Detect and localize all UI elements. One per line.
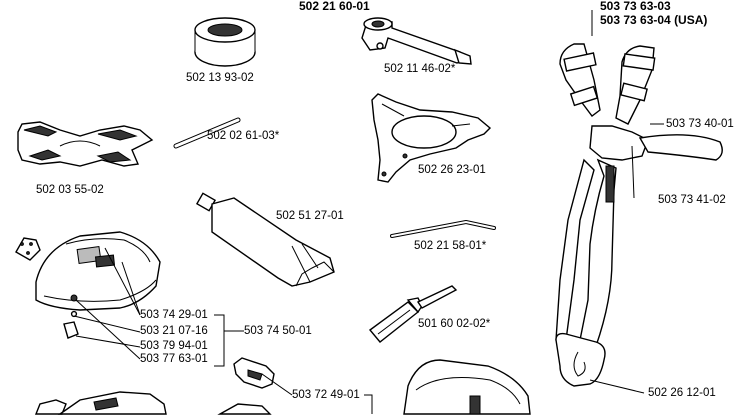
trimmer-guard-part — [15, 231, 161, 339]
three-point-plate-label: 502 26 23-01 — [418, 164, 486, 176]
guard-part-3-label: 503 79 94-01 — [140, 340, 208, 352]
guard-part-2-label: 503 21 07-16 — [140, 325, 208, 337]
leader-lines — [73, 10, 664, 414]
kit-header-label: 502 21 60-01 — [299, 0, 370, 13]
harness-header-label-1: 503 73 63-03 — [600, 0, 671, 13]
guard-part-1-label: 503 74 29-01 — [140, 309, 208, 321]
file-tool-part — [368, 285, 458, 343]
anvil-plate-label: 502 03 55-02 — [36, 184, 104, 196]
bracket-label: 503 72 49-01 — [292, 389, 360, 401]
guard-kit-label: 503 74 50-01 — [244, 325, 312, 337]
partial-guard-part — [34, 391, 167, 415]
partial-cover-part — [403, 359, 531, 415]
rod-pin-part — [173, 117, 241, 149]
harness-buckle-label: 503 73 40-01 — [666, 118, 734, 130]
ring-spacer-label: 502 13 93-02 — [186, 72, 254, 84]
ring-spacer-part — [194, 17, 256, 67]
harness-strap-label: 503 73 41-02 — [658, 194, 726, 206]
guard-part-4-label: 503 77 63-01 — [140, 353, 208, 365]
spark-plug-wrench-label: 502 11 46-02* — [384, 63, 456, 75]
rod-pin-label: 502 02 61-03* — [207, 130, 280, 142]
harness-header-label-2: 503 73 63-04 (USA) — [600, 13, 708, 27]
grease-tube-part — [195, 192, 335, 287]
spark-plug-wrench-part — [361, 17, 472, 65]
bent-rod-part — [390, 220, 496, 238]
bracket-part — [217, 357, 275, 415]
harness-part — [555, 43, 723, 387]
harness-hook-label: 502 26 12-01 — [648, 387, 716, 399]
grease-tube-label: 502 51 27-01 — [276, 210, 344, 222]
file-tool-label: 501 60 02-02* — [418, 318, 491, 330]
anvil-plate-part — [17, 121, 154, 167]
three-point-plate-part — [371, 93, 492, 183]
bent-rod-label: 502 21 58-01* — [414, 240, 487, 252]
